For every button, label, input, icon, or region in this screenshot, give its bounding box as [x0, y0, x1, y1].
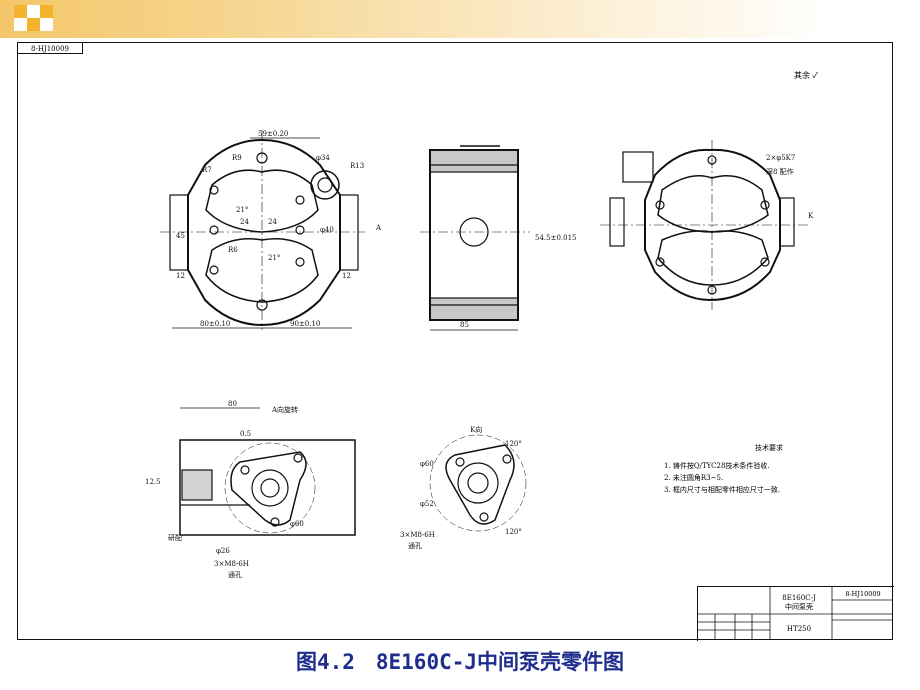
label-120b: 120° — [505, 528, 522, 536]
header-square-6 — [40, 18, 53, 31]
dim-80-top: 80 — [228, 400, 237, 408]
title-block-code: 8-HJ10009 — [845, 590, 881, 598]
label-a-rotated: A向旋转 — [271, 405, 298, 414]
header-square-2 — [27, 5, 40, 18]
sheet-code-box: 8-HJ10009 — [17, 42, 83, 54]
a-rotated-view — [179, 407, 356, 536]
label-through-k: 通孔 — [408, 541, 422, 550]
note-1: 1. 铸件按Q/TYC28技术条件验收. — [664, 462, 770, 470]
title-block-grid — [697, 586, 893, 640]
part-name-line1: 8E160C-J — [782, 594, 816, 602]
label-phi34: φ34 — [316, 154, 330, 162]
label-a: A — [375, 224, 382, 232]
label-pin-hole: 2×φ5K7 — [766, 154, 795, 162]
label-m8-k: 3×M8-6H — [400, 531, 435, 539]
notes-heading: 技术要求 — [755, 444, 783, 452]
label-phi40: φ40 — [320, 226, 334, 234]
note-2: 2. 未注圆角R3~5. — [664, 474, 724, 482]
label-grind-fit: 研配 — [168, 534, 182, 542]
label-21b: 21° — [268, 254, 280, 262]
label-phi60-a: φ60 — [290, 520, 304, 528]
technical-notes: 技术要求 1. 铸件按Q/TYC28技术条件验收. 2. 未注圆角R3~5. 3… — [664, 442, 864, 496]
dim-59: 59±0.20 — [258, 130, 288, 138]
rear-view — [600, 140, 810, 310]
label-12b: 12 — [342, 272, 351, 280]
title-block-material: HT250 — [786, 625, 812, 633]
header-square-3 — [40, 5, 53, 18]
label-phi60-k: φ60 — [420, 460, 434, 468]
drawing-sheet-border — [17, 42, 893, 640]
label-through-a: 通孔 — [228, 570, 242, 579]
label-12-5: 12.5 — [145, 478, 161, 486]
label-45: 45 — [176, 232, 185, 240]
title-block-part-name: 8E160C-J 中间泵壳 — [770, 594, 828, 612]
header-square-5 — [27, 18, 40, 31]
section-view — [420, 145, 530, 331]
figure-caption: 图4.2 8E160C-J中间泵壳零件图 — [295, 650, 625, 674]
front-view — [160, 130, 365, 330]
rest-finish-label: 其余 — [794, 71, 810, 80]
label-k-view: K向 — [470, 425, 482, 434]
dim-90: 90±0.10 — [290, 320, 320, 328]
label-fit-note: 深8 配作 — [766, 167, 794, 176]
part-name-line2: 中间泵壳 — [785, 603, 813, 611]
slide-header-band — [0, 0, 920, 38]
label-12a: 12 — [176, 272, 185, 280]
label-phi52: φ52 — [420, 500, 434, 508]
label-120a: 120° — [505, 440, 522, 448]
label-r9: R9 — [232, 154, 242, 162]
label-r7: R7 — [202, 166, 212, 174]
label-r6: R6 — [228, 246, 238, 254]
dim-80-left: 80±0.10 — [200, 320, 230, 328]
label-24a: 24 — [240, 218, 249, 226]
label-21a: 21° — [236, 206, 248, 214]
label-phi26: φ26 — [216, 547, 230, 555]
label-0-5: 0.5 — [240, 430, 251, 438]
note-3: 3. 框内尺寸与相配零件相应尺寸一致. — [664, 486, 781, 494]
dim-54: 54.5±0.015 — [535, 234, 577, 242]
label-24b: 24 — [268, 218, 277, 226]
label-m8-a: 3×M8-6H — [214, 560, 249, 568]
header-square-1 — [14, 5, 27, 18]
rest-finish-symbol: 其余 ✓ — [794, 71, 819, 80]
k-view — [429, 434, 527, 532]
dim-85: 85 — [460, 321, 469, 329]
label-k: K — [808, 212, 814, 220]
label-r13: R13 — [350, 162, 364, 170]
title-block — [697, 586, 894, 641]
header-square-4 — [14, 18, 27, 31]
